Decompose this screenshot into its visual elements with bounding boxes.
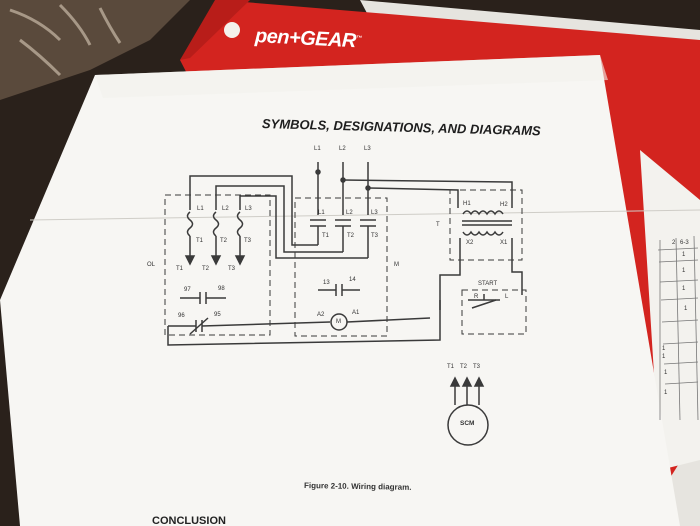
ol-mid-terminal-3: T3 — [244, 238, 252, 244]
coil-terminal-a2: A2 — [317, 312, 325, 318]
ol-contact-95: 95 — [214, 312, 221, 318]
side-table-cell: 1 — [662, 346, 666, 352]
transformer-label: T — [436, 222, 440, 228]
contactor-bottom-terminal-2: T2 — [347, 233, 355, 239]
transformer-x1: X1 — [500, 240, 508, 246]
coil-label: M — [336, 319, 341, 325]
ol-contact-97: 97 — [184, 287, 191, 293]
ol-mid-terminal-1: T1 — [196, 238, 204, 244]
side-table-cell: 1 — [684, 306, 688, 312]
side-table-header-1: 2 — [672, 240, 676, 246]
ol-contact-96: 96 — [178, 313, 185, 319]
side-table-cell: 1 — [682, 286, 686, 292]
side-table-cell: 1 — [682, 268, 686, 274]
aux-contact-13: 13 — [323, 280, 330, 286]
side-table-header-2: 6-3 — [680, 240, 689, 246]
side-table-cell: 1 — [664, 390, 668, 396]
transformer-h2: H2 — [500, 202, 508, 208]
ol-mid-terminal-2: T2 — [220, 238, 228, 244]
contactor-bottom-terminal-3: T3 — [371, 233, 379, 239]
contactor-top-terminal-2: L2 — [346, 210, 353, 216]
start-terminal-l: L — [505, 294, 509, 300]
overload-label: OL — [147, 262, 156, 268]
motor-terminal-t1: T1 — [447, 364, 455, 370]
side-table-cell: 1 — [664, 370, 668, 376]
section-heading-partial: CONCLUSION — [152, 515, 226, 526]
contactor-top-terminal-1: L1 — [318, 210, 325, 216]
motor-terminal-t2: T2 — [460, 364, 468, 370]
line-label-l1: L1 — [314, 146, 321, 152]
transformer-h1: H1 — [463, 201, 471, 207]
motor-terminal-t3: T3 — [473, 364, 481, 370]
side-table-cell: 1 — [682, 252, 686, 258]
motor-label: SCM — [460, 420, 475, 427]
transformer-x2: X2 — [466, 240, 474, 246]
ol-top-terminal-3: L3 — [245, 206, 252, 212]
contactor-label: M — [394, 262, 399, 268]
contactor-bottom-terminal-1: T1 — [322, 233, 330, 239]
side-table-cell: 1 — [662, 354, 666, 360]
ol-top-terminal-2: L2 — [222, 206, 229, 212]
start-button-label: START — [478, 281, 498, 287]
ol-bottom-terminal-1: T1 — [176, 266, 184, 272]
line-label-l3: L3 — [364, 146, 371, 152]
start-terminal-r: R — [474, 294, 479, 300]
ol-contact-98: 98 — [218, 286, 225, 292]
figure-caption: Figure 2-10. Wiring diagram. — [303, 481, 412, 492]
aux-contact-14: 14 — [349, 277, 356, 283]
line-label-l2: L2 — [339, 146, 346, 152]
ol-bottom-terminal-2: T2 — [202, 266, 210, 272]
ol-top-terminal-1: L1 — [197, 206, 204, 212]
coil-terminal-a1: A1 — [352, 310, 360, 316]
contactor-top-terminal-3: L3 — [371, 210, 378, 216]
ol-bottom-terminal-3: T3 — [228, 266, 236, 272]
